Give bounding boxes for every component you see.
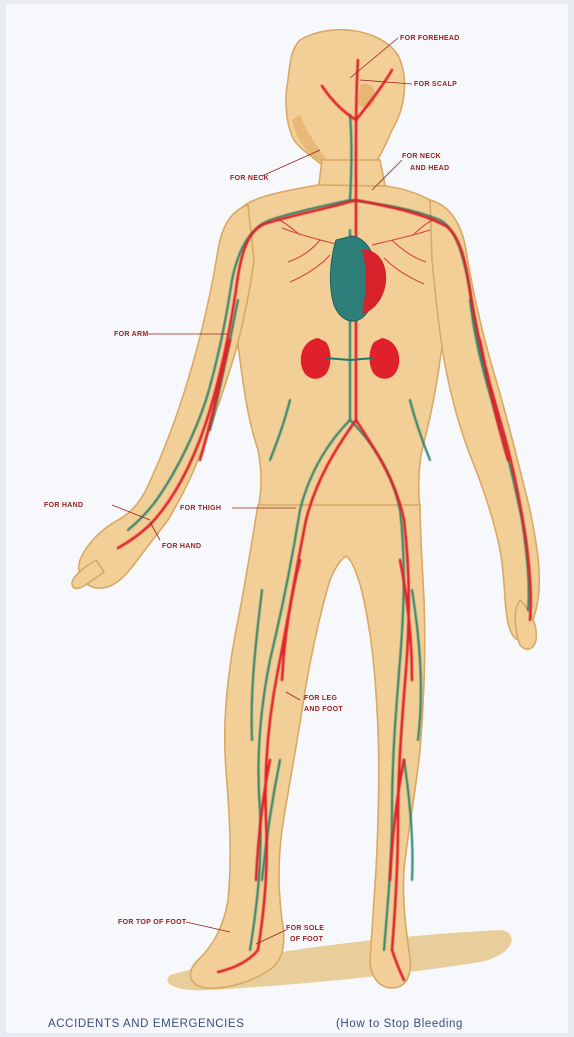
label-sole: FOR SOLE bbox=[286, 925, 324, 932]
label-sole-2: OF FOOT bbox=[290, 936, 324, 943]
caption-title: ACCIDENTS AND EMERGENCIES bbox=[48, 1018, 244, 1030]
body-silhouette bbox=[72, 30, 539, 989]
label-hand-2: FOR HAND bbox=[162, 543, 201, 550]
label-neck: FOR NECK bbox=[230, 175, 269, 182]
label-neck-and-head: FOR NECK bbox=[402, 153, 441, 160]
label-forehead: FOR FOREHEAD bbox=[400, 35, 460, 42]
caption-subtitle: (How to Stop Bleeding bbox=[336, 1018, 463, 1030]
label-hand: FOR HAND bbox=[44, 502, 83, 509]
label-neck-and-head-2: AND HEAD bbox=[410, 165, 449, 172]
label-leg-2: AND FOOT bbox=[304, 706, 343, 713]
label-scalp: FOR SCALP bbox=[414, 81, 457, 88]
label-thigh: FOR THIGH bbox=[180, 505, 221, 512]
label-leg: FOR LEG bbox=[304, 695, 337, 702]
label-top-of-foot: FOR TOP OF FOOT bbox=[118, 919, 187, 926]
label-arm: FOR ARM bbox=[114, 331, 149, 338]
